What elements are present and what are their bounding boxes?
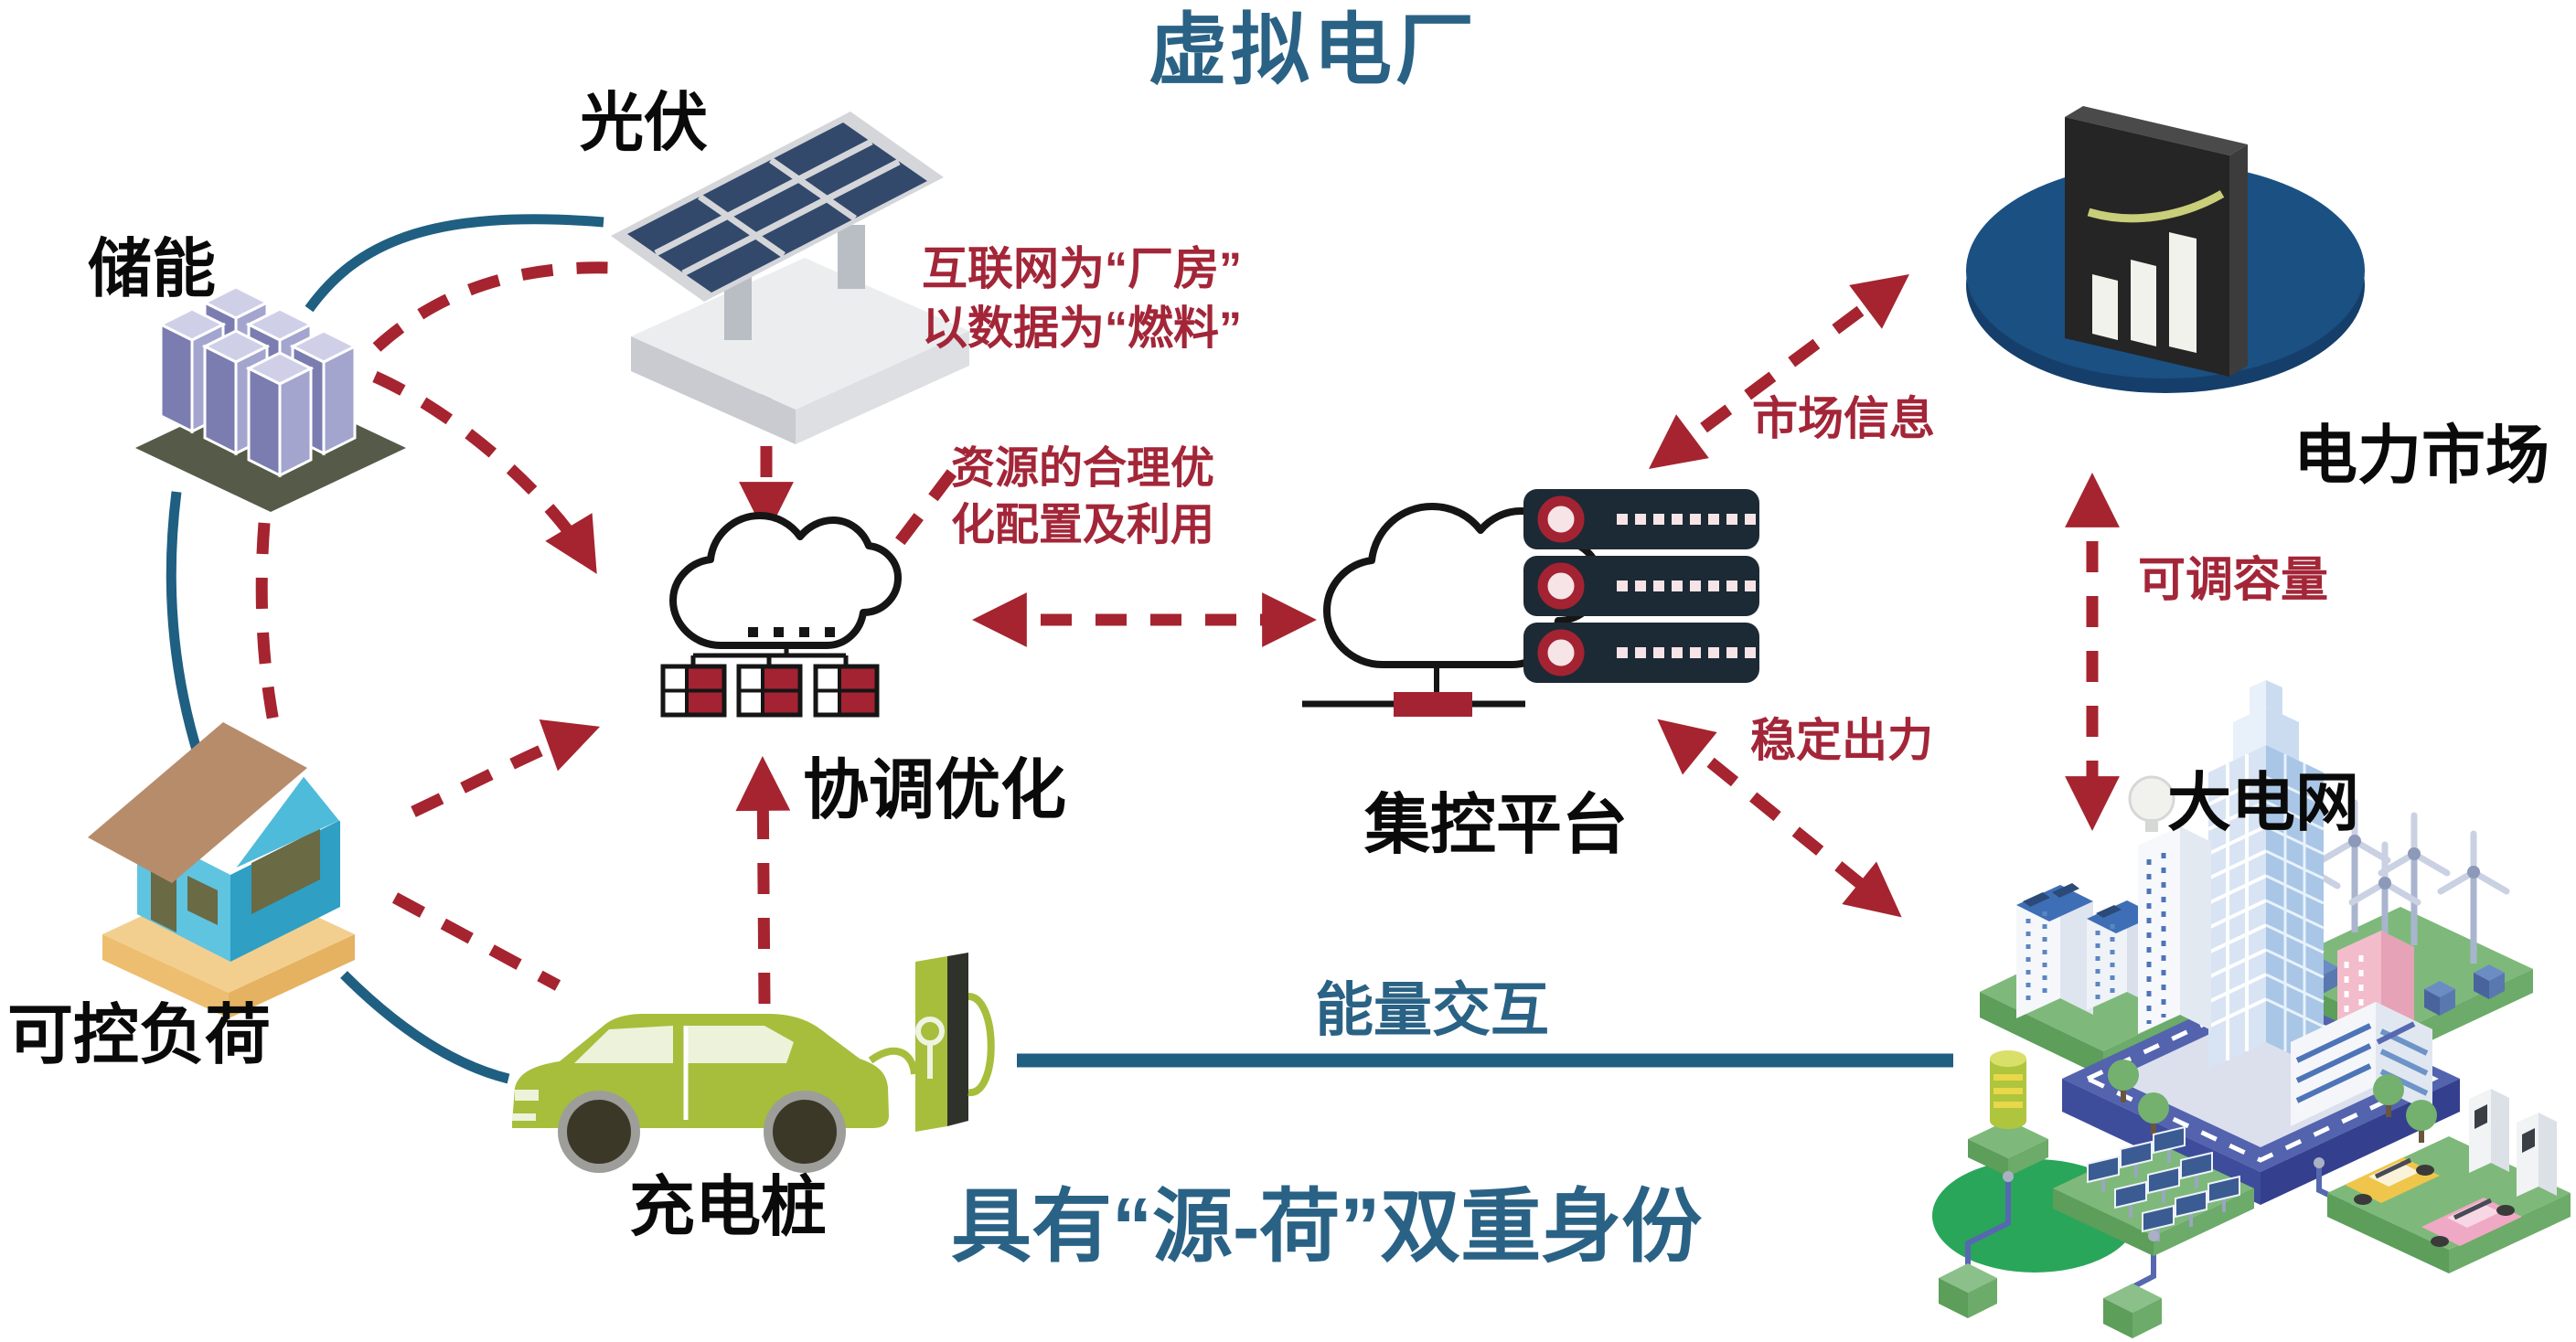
annotation-adjustable-capacity: 可调容量: [2138, 554, 2329, 607]
arrow-platform-market: [1649, 274, 1909, 469]
low-white-building: [2291, 1002, 2432, 1126]
annotation-internet-line2: 以数据为“燃料”: [922, 303, 1242, 354]
label-platform: 集控平台: [1364, 789, 1629, 862]
yellow-car: [2345, 1157, 2440, 1205]
city-center-block: [2062, 680, 2460, 1205]
label-charger: 充电桩: [629, 1171, 828, 1244]
annotation-resource-line2: 化配置及利用: [951, 501, 1215, 550]
annotation-internet-line1: 互联网为“厂房”: [922, 243, 1242, 294]
cloud-battery-icon: [660, 512, 902, 718]
city-charger-pillars: [2469, 1089, 2557, 1197]
annotation-dual-identity: 具有“源-荷”双重身份: [951, 1181, 1703, 1272]
link-storage-load-dashed: [255, 522, 281, 729]
annotation-stable-output: 稳定出力: [1750, 715, 1933, 766]
battery-cells: [660, 664, 880, 718]
arrow-charger-to-coordination: [735, 756, 791, 1005]
red-arrows: [255, 261, 2120, 1005]
label-storage: 储能: [88, 233, 216, 304]
page-title: 虚拟电厂: [1149, 6, 1478, 94]
label-coordination: 协调优化: [803, 754, 1067, 827]
link-load-charger: [340, 971, 510, 1084]
city-microgrid: [1932, 1021, 2416, 1338]
smart-city-icon: [1932, 680, 2571, 1338]
server-rack: [1523, 489, 1759, 683]
annotation-resource-opt: 资源的合理优 化配置及利用: [951, 441, 1214, 555]
arrow-platform-grid: [1657, 719, 1902, 918]
annotation-market-info: 市场信息: [1752, 393, 1935, 444]
arrow-load-to-coordination: [411, 719, 601, 817]
link-load-charger-dashed: [391, 892, 561, 991]
arrow-storage-to-coordination: [372, 371, 597, 574]
house-icon: [88, 722, 355, 1018]
annotation-internet-factory: 互联网为“厂房” 以数据为“燃料”: [922, 240, 1242, 358]
link-storage-pv-dashed: [372, 261, 612, 352]
bulb-tower: [2128, 775, 2211, 1034]
link-storage-pv: [305, 214, 604, 313]
solar-panel-icon: [611, 112, 969, 444]
label-market: 电力市场: [2293, 420, 2549, 491]
battery-storage-icon: [135, 285, 406, 512]
label-grid: 大电网: [2167, 767, 2359, 838]
blue-links: [166, 214, 1953, 1084]
link-storage-load: [166, 491, 205, 761]
cloud-server-icon: [1302, 489, 1759, 717]
annotation-energy-exchange: 能量交互: [1315, 977, 1549, 1043]
city-ev-station: [2327, 1089, 2571, 1273]
skyscraper: [2207, 680, 2325, 1070]
label-load: 可控负荷: [7, 999, 272, 1072]
annotation-resource-line1: 资源的合理优: [951, 444, 1215, 493]
market-chart-icon: [1966, 106, 2365, 393]
ev-charging-icon: [512, 953, 995, 1173]
label-pv: 光伏: [580, 87, 708, 158]
pink-car: [2421, 1198, 2522, 1247]
